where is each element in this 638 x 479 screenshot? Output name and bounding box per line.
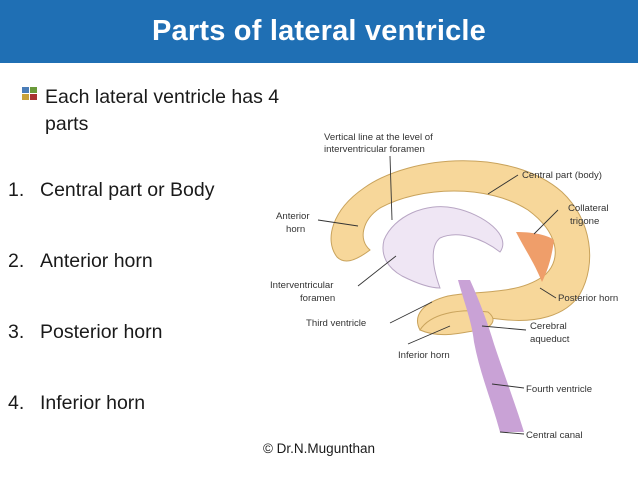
label-interventricular-2: foramen	[300, 293, 335, 304]
label-vertical-line-2: interventricular foramen	[324, 144, 425, 155]
label-vertical-line-1: Vertical line at the level of	[324, 132, 433, 143]
part-item: 2. Anterior horn	[8, 249, 215, 274]
copyright-notice: © Dr.N.Mugunthan	[262, 441, 375, 456]
part-item: 4. Inferior horn	[8, 391, 215, 416]
bullet-icon	[22, 87, 37, 100]
label-fourth-ventricle: Fourth ventricle	[526, 384, 592, 395]
parts-list: 1. Central part or Body 2. Anterior horn 3…	[8, 178, 215, 462]
part-number: 4.	[8, 392, 25, 414]
label-collateral-1: Collateral	[568, 203, 609, 214]
intro-bullet-text: Each lateral ventricle has 4 parts	[45, 86, 280, 135]
title-bar: Parts of lateral ventricle	[0, 0, 638, 63]
label-central-part: Central part (body)	[522, 170, 602, 181]
label-cerebral-aqueduct-2: aqueduct	[530, 334, 570, 345]
part-label: Central part or Body	[40, 179, 215, 201]
part-number: 2.	[8, 250, 25, 272]
part-label: Anterior horn	[40, 250, 153, 272]
third-ventricle-shape	[382, 206, 504, 289]
part-label: Inferior horn	[40, 392, 146, 414]
collateral-trigone-shape	[516, 232, 554, 282]
part-item: 3. Posterior horn	[8, 320, 215, 345]
leader-lines	[317, 155, 559, 435]
brainstem-canal-shape	[458, 280, 524, 432]
intro-bullet: Each lateral ventricle has 4 parts	[22, 84, 315, 138]
ventricle-diagram: Vertical line at the level of interventr…	[270, 132, 618, 441]
label-inferior-horn: Inferior horn	[398, 350, 450, 361]
label-collateral-2: trigone	[570, 216, 599, 227]
label-anterior-horn-2: horn	[286, 224, 305, 235]
part-item: 1. Central part or Body	[8, 178, 215, 203]
part-number: 3.	[8, 321, 25, 343]
slide-title: Parts of lateral ventricle	[151, 15, 486, 47]
label-cerebral-aqueduct-1: Cerebral	[530, 321, 567, 332]
label-posterior-horn: Posterior horn	[558, 293, 618, 304]
label-interventricular-1: Interventricular	[270, 280, 334, 291]
label-anterior-horn-1: Anterior	[276, 211, 310, 222]
part-number: 1.	[8, 179, 25, 201]
label-central-canal: Central canal	[526, 430, 583, 441]
label-third-ventricle: Third ventricle	[306, 318, 366, 329]
part-label: Posterior horn	[40, 321, 163, 343]
lateral-ventricle-shape	[330, 160, 591, 331]
